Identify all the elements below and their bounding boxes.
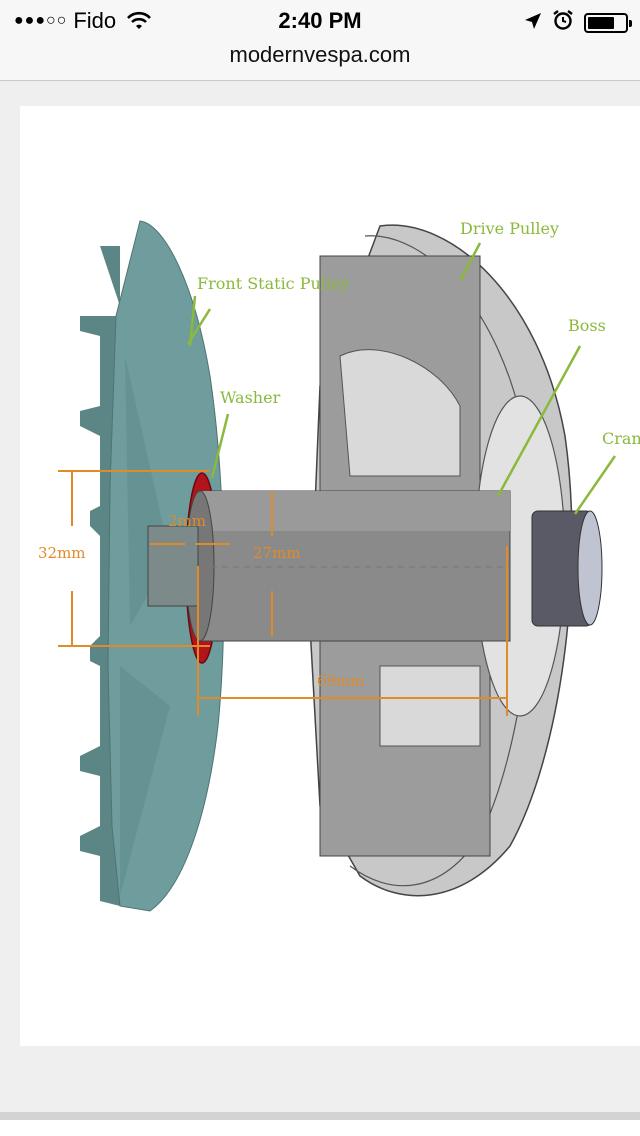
signal-strength-icon: ●●●○○ <box>14 12 68 29</box>
battery-icon <box>584 13 632 33</box>
browser-address-bar[interactable]: modernvespa.com <box>0 40 640 81</box>
status-right <box>514 9 632 37</box>
status-bar: ●●●○○ Fido 2:40 PM <box>0 0 640 40</box>
dim-2mm: 2mm <box>168 512 206 530</box>
label-front-static-pulley: Front Static Pulley <box>197 274 350 293</box>
status-left: ●●●○○ Fido <box>14 8 152 34</box>
bottom-toolbar <box>0 1112 640 1136</box>
url-text[interactable]: modernvespa.com <box>229 42 411 67</box>
alarm-icon <box>552 9 574 37</box>
label-crank: Cran <box>602 429 640 448</box>
label-washer: Washer <box>220 388 281 407</box>
label-boss: Boss <box>568 316 606 335</box>
dim-27mm: 27mm <box>253 544 301 562</box>
crank-end <box>147 510 603 627</box>
location-arrow-icon <box>524 10 542 36</box>
pulley-diagram-image: Front Static Pulley Drive Pulley Boss Wa… <box>20 106 640 1046</box>
dim-32mm: 32mm <box>38 544 86 562</box>
wifi-icon <box>126 11 152 31</box>
page-content: Front Static Pulley Drive Pulley Boss Wa… <box>0 81 640 1111</box>
label-drive-pulley: Drive Pulley <box>460 219 559 238</box>
dimension-annotations: 32mm 2mm 27mm 69mm <box>38 470 508 716</box>
boss-shaft <box>185 490 511 642</box>
dim-69mm: 69mm <box>317 672 365 690</box>
carrier-name: Fido <box>73 8 117 33</box>
status-time: 2:40 PM <box>278 8 362 33</box>
pulley-diagram: Front Static Pulley Drive Pulley Boss Wa… <box>38 219 640 912</box>
component-labels: Front Static Pulley Drive Pulley Boss Wa… <box>186 219 640 515</box>
